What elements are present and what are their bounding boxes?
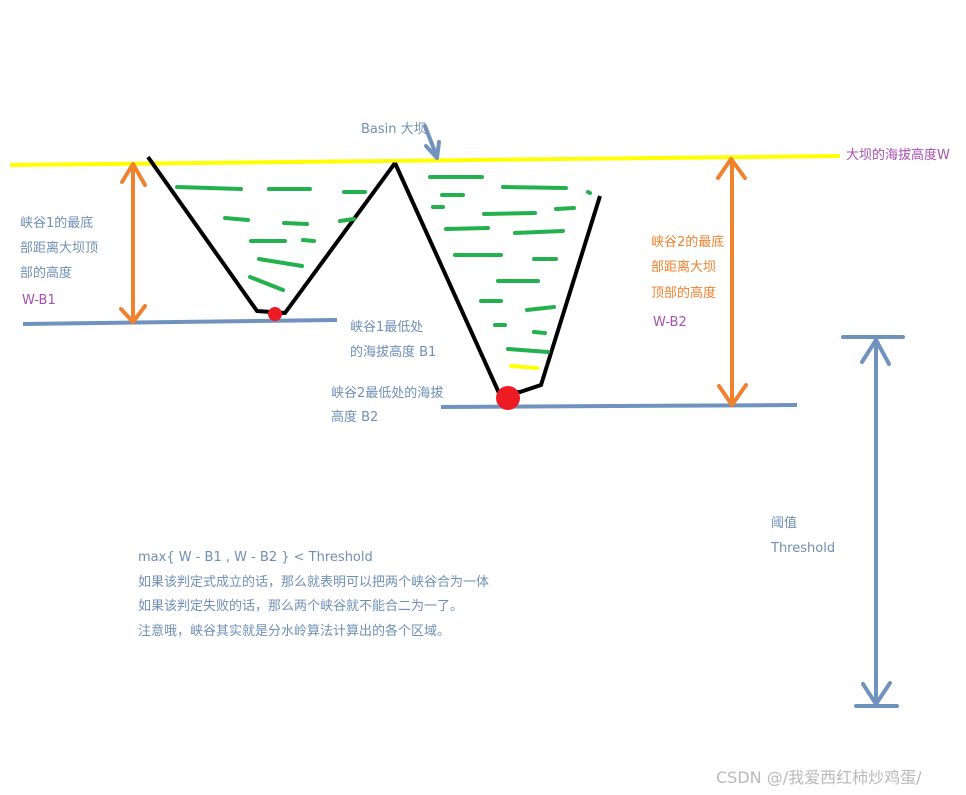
explanation-notes: max{ W - B1 , W - B2 } < Threshold 如果该判定… — [138, 546, 489, 644]
note-success: 如果该判定式成立的话，那么就表明可以把两个峡谷合为一体 — [138, 574, 490, 590]
valley2-dist-line3: 顶部的高度 — [651, 286, 717, 301]
w-b1-arrow — [119, 162, 147, 324]
note-remark: 注意哦，峡谷其实就是分水岭算法计算出的各个区域。 — [138, 623, 451, 639]
b1-level-line — [22, 318, 338, 326]
valley1-dist-line3: 部的高度 — [20, 266, 73, 281]
valley2-low-line1: 峡谷2最低处的海拔 — [331, 386, 444, 401]
w-b2-arrow — [716, 157, 748, 407]
w-b1-label: W-B1 — [22, 293, 56, 308]
basin-label: Basin 大坝 — [361, 122, 427, 137]
threshold-arrow — [841, 335, 905, 708]
dam-top-line — [9, 154, 841, 167]
valley1-water — [175, 185, 367, 292]
valley1-low-line2: 的海拔高度 B1 — [350, 345, 437, 360]
threshold-label-cn: 阈值 — [771, 516, 798, 531]
valley1-low-point — [268, 307, 282, 321]
basin-pointer-arrow — [423, 124, 441, 160]
valley1-dist-line1: 峡谷1的最底 — [20, 216, 94, 231]
note-failure: 如果该判定失败的话，那么两个峡谷就不能合二为一了。 — [138, 599, 464, 614]
note-formula: max{ W - B1 , W - B2 } < Threshold — [138, 550, 373, 565]
watermark: CSDN @/我爱西红柿炒鸡蛋/ — [716, 768, 922, 787]
threshold-label-en: Threshold — [771, 541, 836, 556]
valley1-outline — [146, 155, 397, 315]
valley2-low-point — [496, 386, 520, 410]
valley2-water — [428, 175, 592, 354]
valley2-dist-line2: 部距离大坝 — [651, 260, 717, 275]
valley1-low-line1: 峡谷1最低处 — [350, 320, 424, 335]
valley2-dist-line1: 峡谷2的最底 — [651, 235, 725, 250]
w-b2-label: W-B2 — [653, 315, 687, 330]
dam-height-label: 大坝的海拔高度W — [846, 148, 950, 163]
b2-level-line — [440, 403, 798, 409]
valley2-water-surface-mark — [509, 364, 539, 370]
valley2-outline — [393, 162, 602, 395]
valley2-low-line2: 高度 B2 — [331, 410, 379, 425]
valley1-dist-line2: 部距离大坝顶 — [20, 241, 99, 256]
